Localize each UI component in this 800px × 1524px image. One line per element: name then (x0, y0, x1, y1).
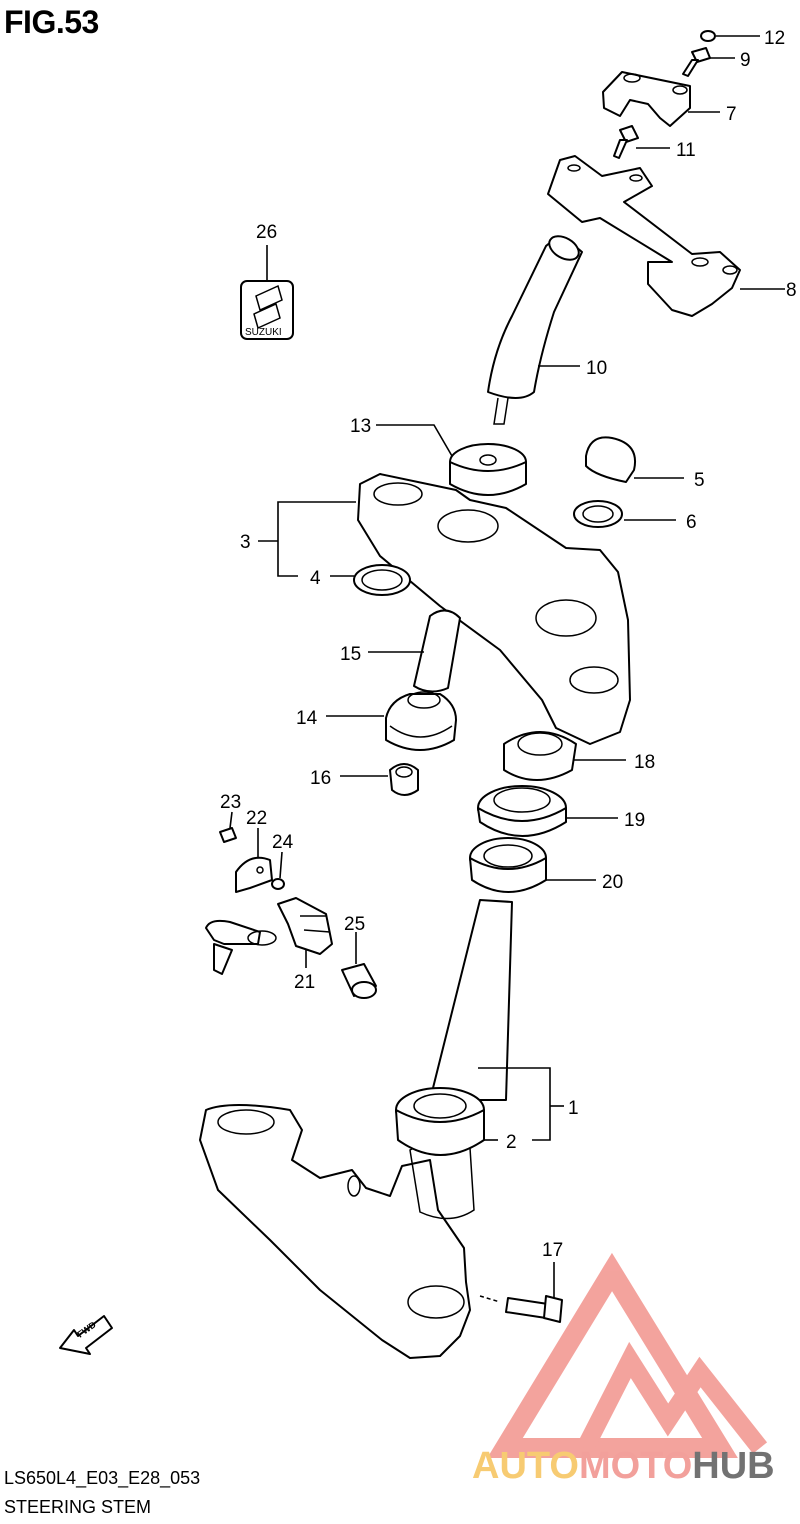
callout-7: 7 (726, 104, 737, 125)
part-18-nut (503, 731, 626, 781)
callout-21: 21 (294, 972, 315, 993)
watermark-triangle (487, 1252, 738, 1458)
part-7-holder-upper (602, 71, 720, 127)
part-17-bolt (479, 1262, 563, 1323)
part-23-screw (219, 811, 237, 843)
part-1-steering-stem (199, 899, 564, 1359)
callout-10: 10 (586, 358, 607, 379)
part-22-plate (235, 828, 273, 893)
callout-22: 22 (246, 808, 267, 829)
part-16-grommet (340, 763, 419, 796)
callout-18: 18 (634, 752, 655, 773)
callout-17: 17 (542, 1240, 563, 1261)
part-13-damper (376, 424, 527, 496)
callout-12: 12 (764, 28, 785, 49)
part-9-bolt (682, 47, 735, 77)
callout-13: 13 (350, 416, 371, 437)
callout-5: 5 (694, 470, 705, 491)
callout-14: 14 (296, 708, 318, 729)
watermark-logo: AUTOMOTOHUB (472, 1252, 775, 1487)
figure-title: FIG.53 (4, 4, 99, 40)
callout-26: 26 (256, 222, 277, 243)
fwd-arrow-icon: FWD (59, 1315, 113, 1355)
model-code: LS650L4_E03_E28_053 (4, 1468, 201, 1488)
emblem-text: SUZUKI (245, 327, 282, 338)
callout-labels: 1 2 3 4 5 6 7 8 9 10 11 12 13 14 15 16 1… (220, 28, 797, 1261)
callout-1: 1 (568, 1098, 579, 1119)
part-2-lower-bearing (395, 1087, 498, 1156)
part-10-handlebar (487, 235, 583, 425)
part-6-washer (573, 500, 676, 528)
watermark-text: AUTOMOTOHUB (472, 1445, 775, 1487)
part-8-holder-lower (547, 155, 785, 317)
watermark-m-shape (576, 1341, 768, 1454)
callout-19: 19 (624, 810, 645, 831)
part-5-cap (585, 436, 684, 483)
part-3-upper-bracket (258, 473, 631, 745)
callout-15: 15 (340, 644, 361, 665)
callout-24: 24 (272, 832, 294, 853)
callout-23: 23 (220, 792, 241, 813)
part-11-bolt (613, 125, 670, 159)
callout-25: 25 (344, 914, 365, 935)
callout-20: 20 (602, 872, 623, 893)
part-24-washer (271, 851, 285, 890)
part-26-emblem: SUZUKI (240, 245, 294, 340)
part-21-steering-lock (205, 897, 333, 975)
part-15-rod (368, 609, 461, 693)
part-25-plug (341, 932, 377, 999)
callout-11: 11 (676, 140, 696, 161)
callout-4: 4 (310, 568, 321, 589)
callout-8: 8 (786, 280, 797, 301)
part-19-race (477, 785, 618, 837)
callout-9: 9 (740, 50, 751, 71)
callout-6: 6 (686, 512, 697, 533)
part-20-bearing (469, 837, 596, 893)
callout-3: 3 (240, 532, 251, 553)
part-14-rubber (326, 691, 457, 751)
callout-16: 16 (310, 768, 331, 789)
part-4-oring (330, 564, 411, 596)
part-12-cap (700, 30, 760, 42)
callout-2: 2 (506, 1132, 517, 1153)
diagram-caption: STEERING STEM (4, 1497, 152, 1517)
